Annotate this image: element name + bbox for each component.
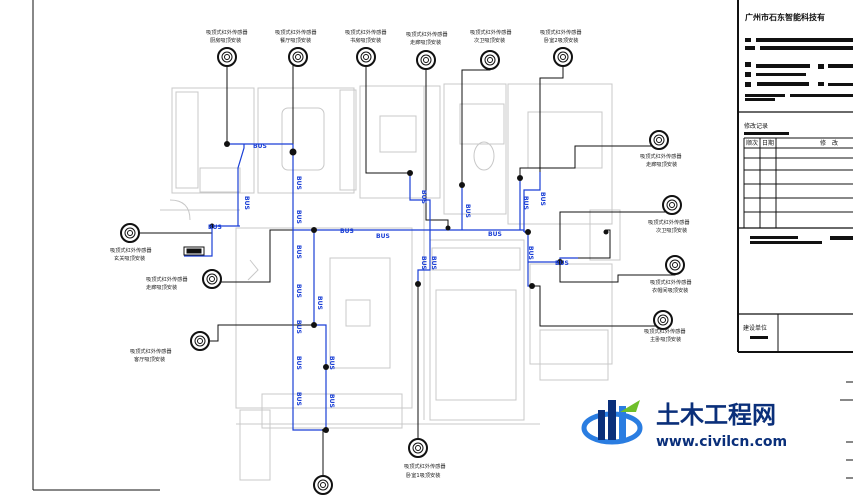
sensor-label-line1: 吸顶式红外传感器 [345,28,387,36]
sensor-label-line2: 书房吸顶安装 [350,36,381,44]
col-seq: 顺次 [746,139,758,147]
bus-label: BUS [295,176,302,190]
bus-label: BUS [295,392,302,406]
sensor-icon [190,331,210,351]
sensor-label-line2: 次卫吸顶安装 [474,36,505,44]
sensor-label-line1: 吸顶式红外传感器 [206,28,248,36]
sensor-label-line2: 走廊吸顶安装 [646,160,677,168]
bus-labels: BUS BUS BUS BUS BUS BUS BUS BUS BUS BUS … [208,143,569,408]
sensor-label-line2: 衣帽间吸顶安装 [652,286,688,294]
bus-label: BUS [295,284,302,298]
sensor-label-line2: 卧室1吸顶安装 [406,471,440,479]
bus-label: BUS [340,228,354,235]
sensor-label-line2: 次卫吸顶安装 [656,226,687,234]
bus-label: BUS [464,204,471,218]
sensor-label-line1: 吸顶式红外传感器 [470,28,512,36]
title-block-text: 广州市石东智能科技有 修改记录 顺次 日期 修 改 建设单位 [743,12,838,332]
sensor-label-line1: 吸顶式红外传感器 [404,462,446,470]
title-block [737,0,853,479]
sensor-label-line1: 吸顶式红外传感器 [146,275,188,283]
civilcn-logo-icon [581,400,643,445]
bus-label: BUS [527,246,534,260]
owner-label: 建设单位 [743,324,767,332]
sensor-label-line1: 吸顶式红外传感器 [406,30,448,38]
sensor-label-line1: 吸顶式红外传感器 [275,28,317,36]
drawing-border [32,0,160,491]
bus-label: BUS [253,143,267,150]
bus-label: BUS [295,210,302,224]
sensor-icon [480,50,500,70]
bus-label: BUS [376,233,390,240]
sensor-icon [653,310,673,330]
sensor-icon [553,47,573,67]
junction-dots [209,141,609,433]
sensor-icon [649,130,669,150]
bus-label: BUS [243,196,250,210]
sensor-icon [356,47,376,67]
bus-label: BUS [208,224,222,231]
bus-label: BUS [295,245,302,259]
revision-label: 修改记录 [744,122,768,130]
floor-plan [160,83,621,481]
sensor-label-line2: 走廊吸顶安装 [410,38,441,46]
sensor-label-line1: 吸顶式红外传感器 [648,218,690,226]
bus-label: BUS [420,190,427,204]
sensor-label-line1: 吸顶式红外传感器 [640,152,682,160]
sensor-label-line1: 吸顶式红外传感器 [644,327,686,335]
redacted-text-bars [744,38,853,339]
sensor-icon [120,223,140,243]
col-content: 修 改 [820,139,838,147]
sensor-icon [313,475,333,495]
bus-label: BUS [295,320,302,334]
bus-label: BUS [328,356,335,370]
sensor-icon [288,47,308,67]
sensor-icon [662,195,682,215]
bus-label: BUS [295,356,302,370]
sensor-label-line1: 吸顶式红外传感器 [130,347,172,355]
watermark: 土木工程网 www.civilcn.com [581,400,787,450]
bus-label: BUS [430,256,437,270]
sensor-label-line2: 玄关吸顶安装 [114,254,145,262]
watermark-name: 土木工程网 [656,401,776,429]
col-date: 日期 [762,139,774,147]
sensor-label-line2: 走廊吸顶安装 [146,283,177,291]
sensor-labels: 吸顶式红外传感器 厨房吸顶安装 吸顶式红外传感器 餐厅吸顶安装 吸顶式红外传感器… [110,28,692,479]
bus-label: BUS [488,231,502,238]
watermark-url: www.civilcn.com [656,434,787,450]
bus-label: BUS [316,296,323,310]
sensor-icon [416,50,436,70]
sensor-label-line1: 吸顶式红外传感器 [650,278,692,286]
sensor-label-line2: 餐厅吸顶安装 [280,36,311,44]
sensor-label-line2: 厨房吸顶安装 [210,36,241,44]
bus-label: BUS [539,192,546,206]
bus-label: BUS [555,260,569,267]
bus-label: BUS [522,196,529,210]
sensor-icon [202,269,222,289]
sensor-label-line2: 卧室2吸顶安装 [544,36,578,44]
sensor-icon [217,47,237,67]
sensor-label-line1: 吸顶式红外传感器 [110,246,152,254]
sensor-icon [183,246,205,256]
sensor-symbols [120,47,685,495]
sensor-icon [665,255,685,275]
sensor-label-line1: 吸顶式红外传感器 [540,28,582,36]
sensor-label-line2: 客厅吸顶安装 [134,355,165,363]
sensor-icon [408,438,428,458]
sensor-label-line2: 主卧吸顶安装 [650,335,681,343]
bus-label: BUS [420,256,427,270]
bus-wiring [184,143,578,431]
company-name: 广州市石东智能科技有 [745,12,825,22]
bus-label: BUS [328,394,335,408]
